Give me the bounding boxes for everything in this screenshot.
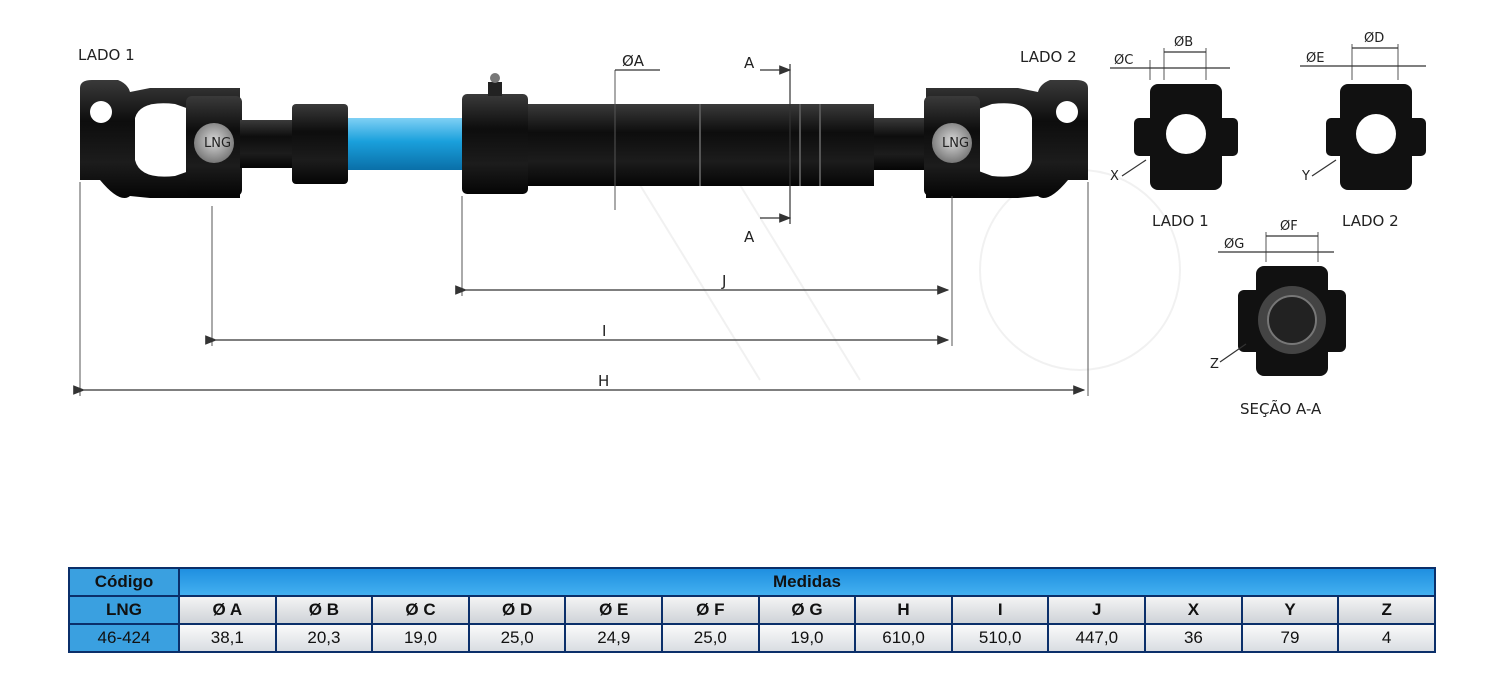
- mark-z: Z: [1210, 357, 1219, 372]
- cell-value: 38,1: [178, 623, 277, 653]
- table-row: 46-424 38,1 20,3 19,0 25,0 24,9 25,0 19,…: [68, 623, 1436, 653]
- dim-c-label: ØC: [1114, 53, 1133, 68]
- technical-drawing: LNG LNG LADO 1 LADO 2 ØA A A J I: [73, 31, 1426, 418]
- col-header: Z: [1337, 595, 1436, 625]
- brand-label: LNG: [68, 595, 180, 625]
- cell-value: 19,0: [371, 623, 470, 653]
- view-2-caption: LADO 2: [1342, 212, 1399, 230]
- view-side-2: ØD ØE Y LADO 2: [1300, 31, 1426, 230]
- cell-value: 447,0: [1047, 623, 1147, 653]
- section-mark-top: A: [744, 54, 755, 72]
- col-header: H: [854, 595, 953, 625]
- code-header: Código: [68, 567, 180, 597]
- grease-nipple: [488, 73, 502, 96]
- col-header: Ø D: [467, 595, 567, 625]
- dim-i-label: I: [602, 322, 606, 340]
- cell-value: 25,0: [467, 623, 567, 653]
- right-cross-cap: [932, 123, 972, 163]
- left-cap-text: LNG: [204, 136, 231, 151]
- cell-value: 610,0: [854, 623, 953, 653]
- right-cap-text: LNG: [942, 136, 969, 151]
- cell-value: 79: [1240, 623, 1340, 653]
- col-header: I: [950, 595, 1050, 625]
- dim-j-label: J: [721, 272, 726, 290]
- dim-f-label: ØF: [1280, 219, 1298, 234]
- view-side-1: ØB ØC X LADO 1: [1110, 35, 1238, 230]
- dim-d-label: ØD: [1364, 31, 1384, 46]
- dim-h-label: H: [598, 372, 609, 390]
- col-header: Ø A: [178, 595, 277, 625]
- table-header-row-1: Código Medidas: [68, 567, 1436, 597]
- col-header: Ø F: [661, 595, 760, 625]
- measures-header: Medidas: [178, 567, 1436, 597]
- section-caption: SEÇÃO A-A: [1240, 399, 1322, 418]
- col-header: X: [1144, 595, 1243, 625]
- code-value: 46-424: [68, 623, 180, 653]
- spec-table: Código Medidas LNG Ø A Ø B Ø C Ø D Ø E Ø…: [68, 567, 1436, 653]
- dim-g-label: ØG: [1224, 237, 1244, 252]
- col-header: Ø E: [564, 595, 664, 625]
- mark-y: Y: [1301, 169, 1310, 184]
- mark-x: X: [1110, 169, 1119, 184]
- section-a-a-view: ØF ØG Z SEÇÃO A-A: [1210, 219, 1346, 418]
- side-1-label: LADO 1: [78, 46, 135, 64]
- cell-value: 510,0: [950, 623, 1050, 653]
- dim-e-label: ØE: [1306, 51, 1324, 66]
- col-header: Ø G: [757, 595, 857, 625]
- cell-value: 20,3: [274, 623, 374, 653]
- left-cross-cap: [194, 123, 234, 163]
- cell-value: 36: [1144, 623, 1243, 653]
- cell-value: 4: [1337, 623, 1436, 653]
- dim-b-label: ØB: [1174, 35, 1193, 50]
- right-yoke: LNG: [924, 80, 1088, 198]
- col-header: Ø C: [371, 595, 470, 625]
- sleeve-collar: [462, 94, 528, 194]
- tube-rings: [699, 104, 821, 186]
- blue-shaft: [348, 118, 462, 170]
- view-1-caption: LADO 1: [1152, 212, 1209, 230]
- side-2-label: LADO 2: [1020, 48, 1077, 66]
- table-header-row-2: LNG Ø A Ø B Ø C Ø D Ø E Ø F Ø G H I J X …: [68, 595, 1436, 625]
- section-mark-bottom: A: [744, 228, 755, 246]
- cell-value: 25,0: [661, 623, 760, 653]
- cell-value: 24,9: [564, 623, 664, 653]
- col-header: Y: [1240, 595, 1340, 625]
- left-collar: [292, 104, 348, 184]
- dim-a-label: ØA: [622, 52, 645, 70]
- left-tube: [240, 120, 296, 168]
- col-header: Ø B: [274, 595, 374, 625]
- left-yoke: LNG: [80, 80, 242, 198]
- spec-table-wrap: Código Medidas LNG Ø A Ø B Ø C Ø D Ø E Ø…: [68, 567, 1436, 653]
- cell-value: 19,0: [757, 623, 857, 653]
- col-header: J: [1047, 595, 1147, 625]
